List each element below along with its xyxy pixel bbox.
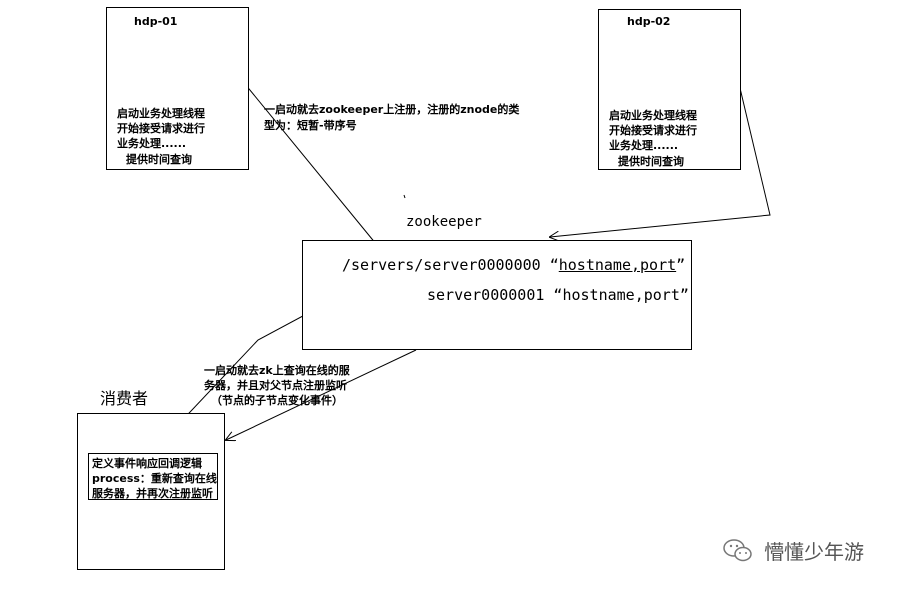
- znode-path-2: server0000001 “hostname,port”: [427, 286, 689, 304]
- consumer-label: 消费者: [100, 389, 149, 408]
- hdp01-title: hdp-01: [134, 15, 178, 28]
- hdp01-line-1: 启动业务处理线程: [117, 107, 205, 120]
- zookeeper-label: zookeeper: [406, 214, 482, 230]
- hdp02-line-2: 开始接受请求进行: [609, 124, 697, 137]
- consumer-box: [77, 413, 225, 570]
- query-note-line-1: 一启动就去zk上查询在线的服: [204, 364, 350, 377]
- znode-path-1-suffix: ”: [676, 256, 686, 274]
- hdp02-box: [598, 9, 741, 170]
- register-note-line-1: 一启动就去zookeeper上注册，注册的znode的类: [264, 103, 520, 116]
- register-note-line-2: 型为：短暂-带序号: [264, 119, 357, 132]
- callback-box: [88, 453, 218, 500]
- hdp02-line-4: 提供时间查询: [618, 155, 684, 168]
- znode-path-1: /servers/server0000000 “hostname,port”: [342, 256, 685, 274]
- query-note-line-2: 务器，并且对父节点注册监听: [204, 379, 347, 392]
- hdp01-line-4: 提供时间查询: [126, 153, 192, 166]
- hdp01-box: [106, 7, 249, 170]
- znode-path-1-prefix: /servers/server0000000 “: [342, 256, 559, 274]
- hdp01-line-2: 开始接受请求进行: [117, 122, 205, 135]
- wechat-icon: [723, 539, 752, 562]
- watermark-text: 懵懂少年游: [764, 540, 864, 564]
- callback-line-2: process：重新查询在线: [92, 472, 217, 485]
- callback-line-1: 定义事件响应回调逻辑: [92, 457, 202, 470]
- zookeeper-box: [302, 240, 692, 350]
- hdp02-title: hdp-02: [627, 15, 671, 28]
- stray-mark: [403, 194, 406, 199]
- hdp02-line-1: 启动业务处理线程: [609, 109, 697, 122]
- query-note-line-3: （节点的子节点变化事件）: [211, 394, 343, 407]
- znode-path-1-value: hostname,port: [558, 256, 677, 274]
- hdp02-line-3: 业务处理......: [609, 139, 679, 152]
- hdp01-line-3: 业务处理......: [117, 137, 187, 150]
- callback-line-3: 服务器，并再次注册监听: [92, 487, 213, 500]
